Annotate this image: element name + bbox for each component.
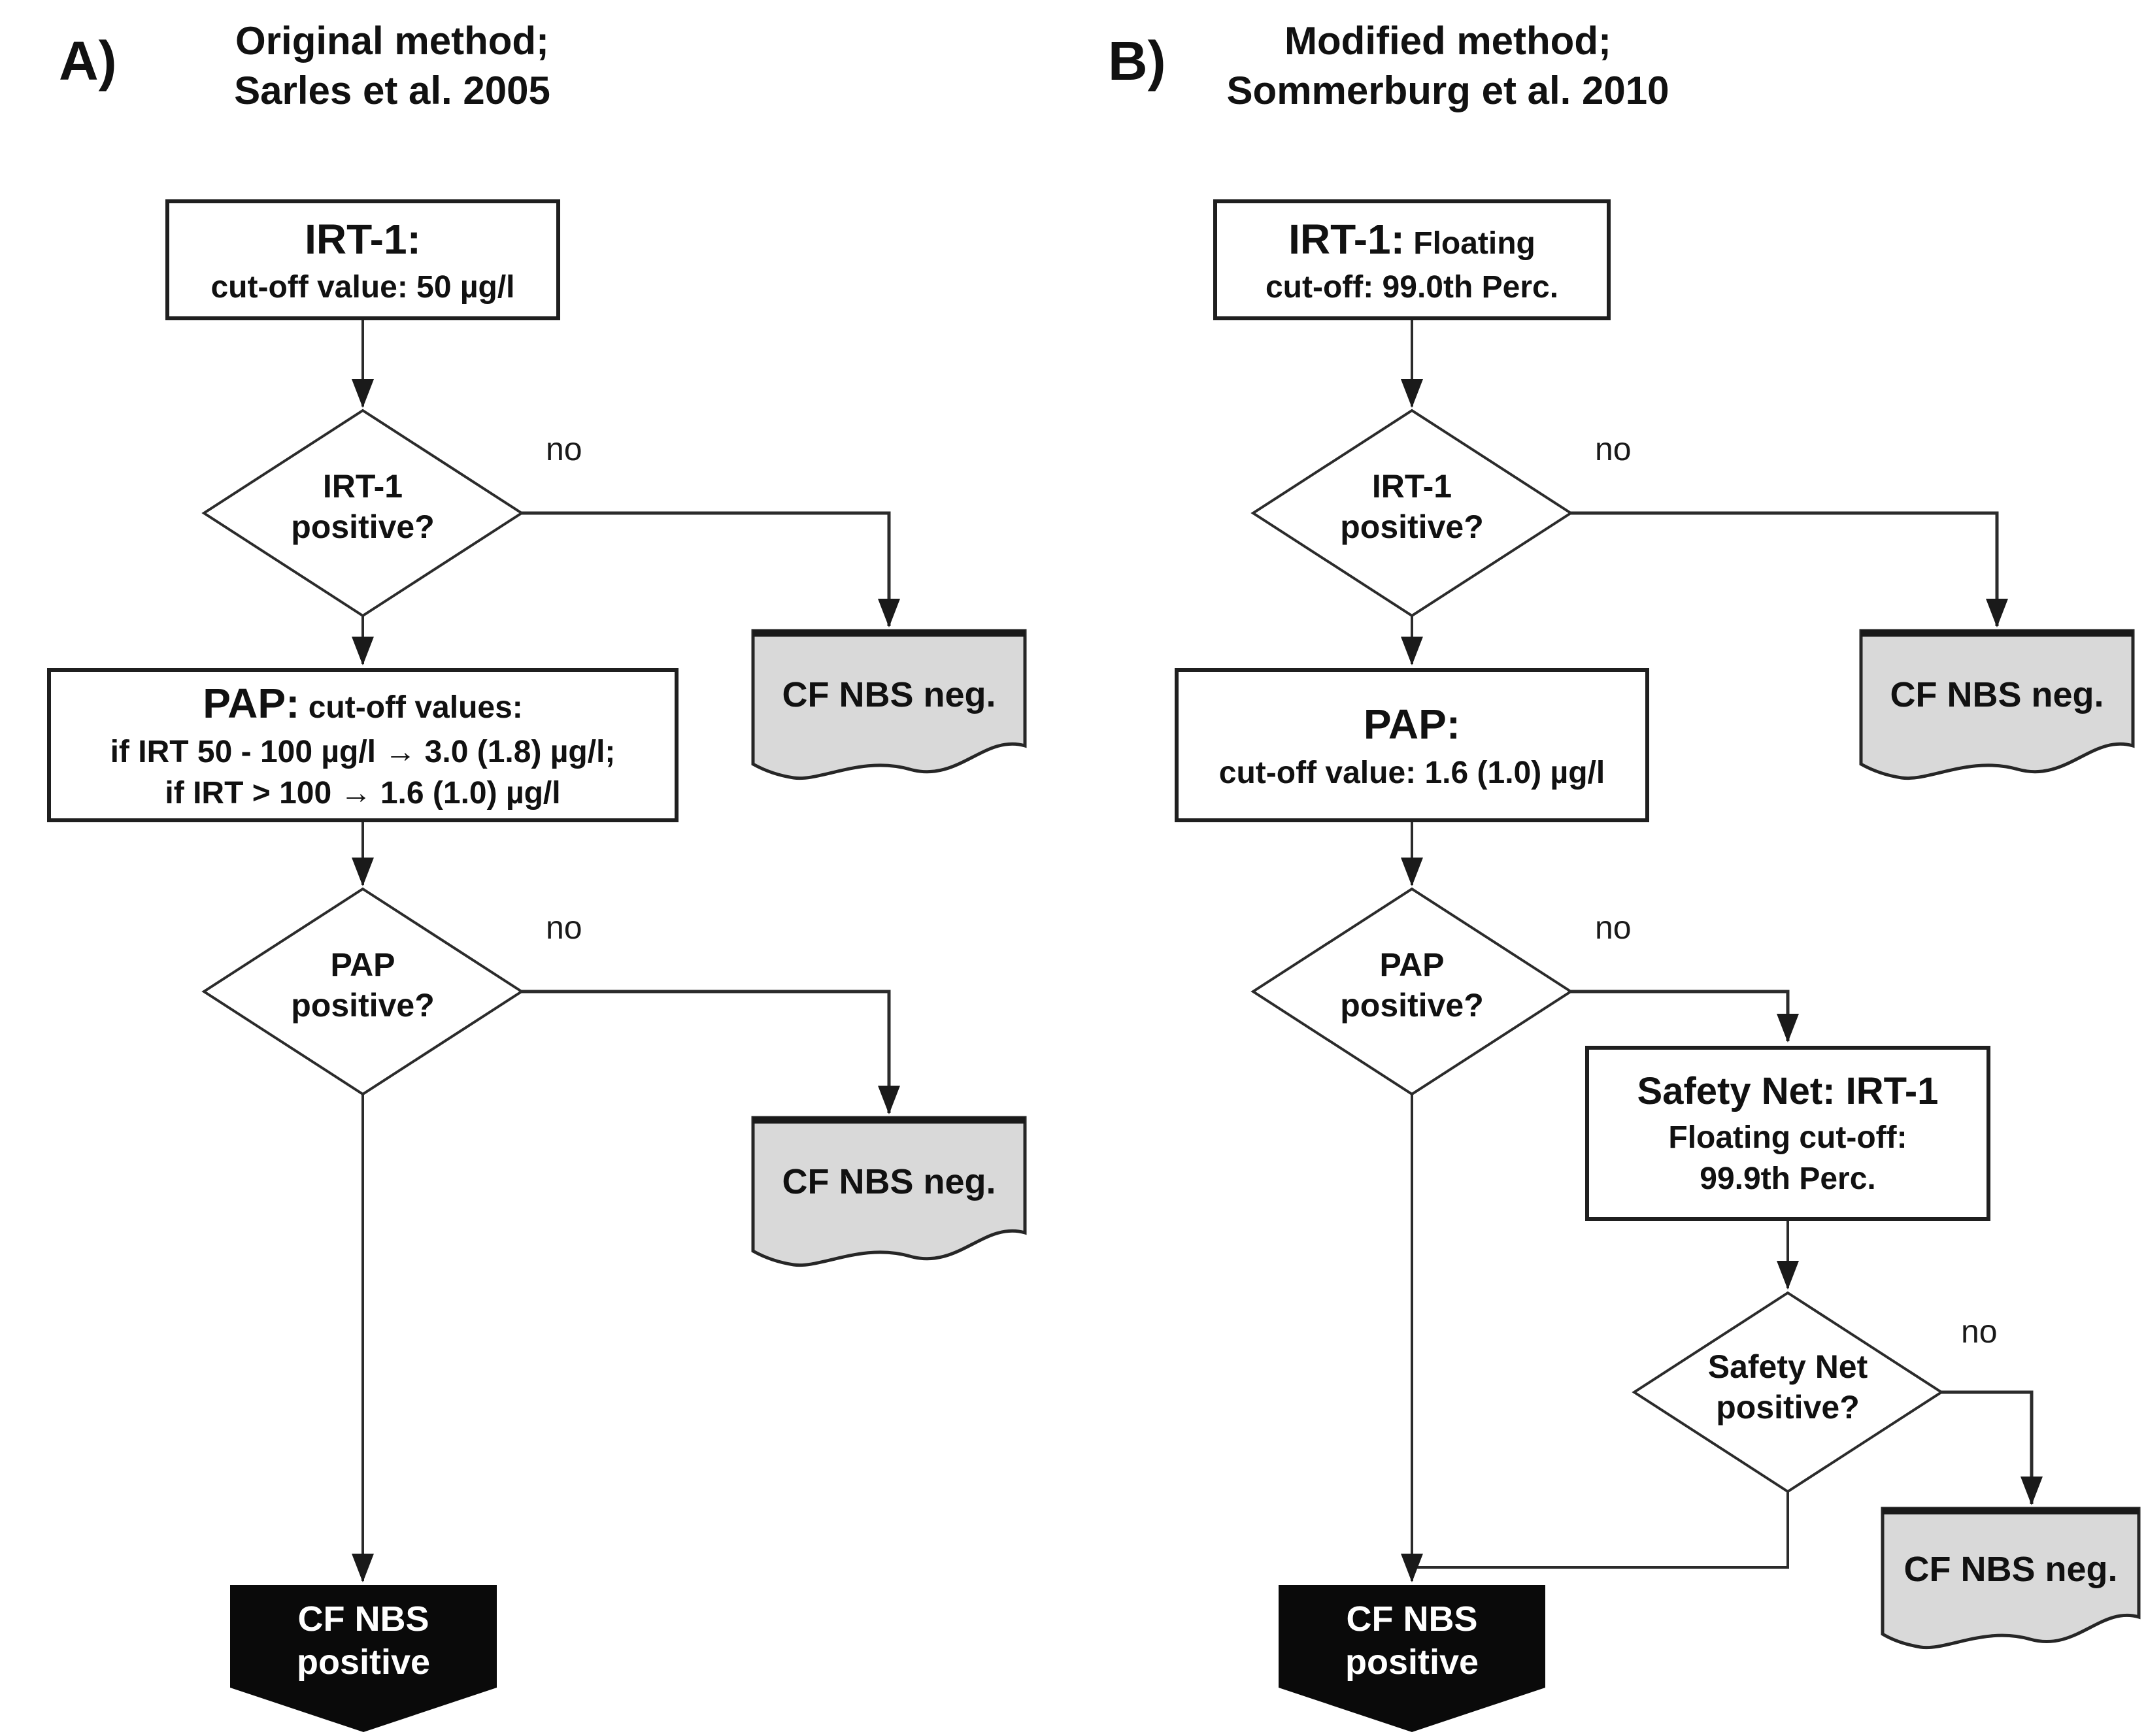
panel-a-title-line1: Original method; [235, 19, 549, 63]
doc-a-neg2-text: CF NBS neg. [782, 1161, 996, 1201]
process-box-b-irt1: IRT-1: Floating cut-off: 99.0th Perc. [1213, 199, 1611, 320]
terminal-shape-a-positive [230, 1585, 497, 1732]
connector-a-no2-to-doc [522, 990, 900, 1114]
decision-b-safetynet-text: Safety Net positive? [1707, 1348, 1868, 1426]
decision-shape-a-pap [201, 887, 524, 1096]
no-label-b1: no [1595, 431, 1632, 467]
process-box-a-irt1: IRT-1: cut-off value: 50 µg/l [165, 199, 560, 320]
doc-b-neg2-text: CF NBS neg. [1903, 1549, 2118, 1589]
process-box-a-pap-line3: if IRT > 100 → 1.6 (1.0) µg/l [165, 776, 561, 811]
terminal-a-positive-text: CF NBS positive [296, 1599, 431, 1682]
connector-b-no3-to-doc [1941, 1390, 2043, 1505]
panel-b-title-line1: Modified method; [1284, 19, 1611, 63]
decision-b-irt1-text: IRT-1 positive? [1340, 468, 1484, 545]
process-box-a-pap: PAP: cut-off values: if IRT 50 - 100 µg/… [47, 668, 679, 822]
process-box-b-irt1-title-line: IRT-1: Floating [1288, 215, 1535, 263]
doc-shape-a-neg2 [751, 1116, 1027, 1267]
connector-b-no1-to-doc [1571, 511, 2008, 627]
panel-a-title-line2: Sarles et al. 2005 [234, 69, 550, 112]
terminal-shape-b-positive [1279, 1585, 1545, 1732]
connector-b-safetyyes-join [1412, 1492, 1789, 1569]
connector-a-no1-to-doc [522, 511, 900, 627]
process-box-a-pap-line2: if IRT 50 - 100 µg/l → 3.0 (1.8) µg/l; [110, 734, 616, 769]
panel-b-title-line2: Sommerburg et al. 2010 [1226, 69, 1669, 112]
process-box-b-pap-subtitle: cut-off value: 1.6 (1.0) µg/l [1218, 755, 1605, 790]
process-box-a-pap-title-line: PAP: cut-off values: [203, 680, 523, 727]
connector-b-no2-to-safetybox [1571, 990, 1799, 1043]
terminal-b-positive-text: CF NBS positive [1345, 1599, 1479, 1682]
decision-shape-b-safetynet [1632, 1291, 1944, 1494]
doc-b-neg1-text: CF NBS neg. [1890, 675, 2104, 714]
no-label-a2: no [546, 909, 582, 946]
process-box-a-irt1-subtitle: cut-off value: 50 µg/l [210, 270, 515, 305]
doc-shape-a-neg1 [751, 629, 1027, 780]
process-box-b-pap: PAP: cut-off value: 1.6 (1.0) µg/l [1175, 668, 1649, 822]
process-box-a-irt1-title: IRT-1: [305, 215, 421, 263]
panel-a-label: A) [59, 30, 117, 92]
decision-shape-b-irt1 [1250, 409, 1573, 618]
panel-b-label: B) [1108, 30, 1166, 92]
decision-shape-a-irt1 [201, 409, 524, 618]
no-label-a1: no [546, 431, 582, 467]
decision-a-pap-text: PAP positive? [291, 946, 435, 1024]
process-box-b-pap-title: PAP: [1363, 701, 1461, 748]
process-box-b-safetynet-line2: Floating cut-off: [1668, 1120, 1907, 1155]
process-box-b-irt1-subtitle: cut-off: 99.0th Perc. [1265, 270, 1559, 305]
doc-shape-b-neg2 [1881, 1507, 2141, 1650]
decision-a-irt1-text: IRT-1 positive? [291, 468, 435, 545]
process-box-b-safetynet: Safety Net: IRT-1 Floating cut-off: 99.9… [1585, 1046, 1990, 1221]
no-label-b2: no [1595, 909, 1632, 946]
process-box-b-safetynet-title: Safety Net: IRT-1 [1637, 1070, 1939, 1113]
decision-b-pap-text: PAP positive? [1340, 946, 1484, 1024]
no-label-b3: no [1961, 1313, 1998, 1350]
doc-a-neg1-text: CF NBS neg. [782, 675, 996, 714]
process-box-b-safetynet-line3: 99.9th Perc. [1700, 1161, 1876, 1197]
panel-b-title: Modified method; Sommerburg et al. 2010 [1150, 16, 1745, 116]
panel-a-title: Original method; Sarles et al. 2005 [98, 16, 686, 116]
decision-shape-b-pap [1250, 887, 1573, 1096]
doc-shape-b-neg1 [1859, 629, 2135, 780]
